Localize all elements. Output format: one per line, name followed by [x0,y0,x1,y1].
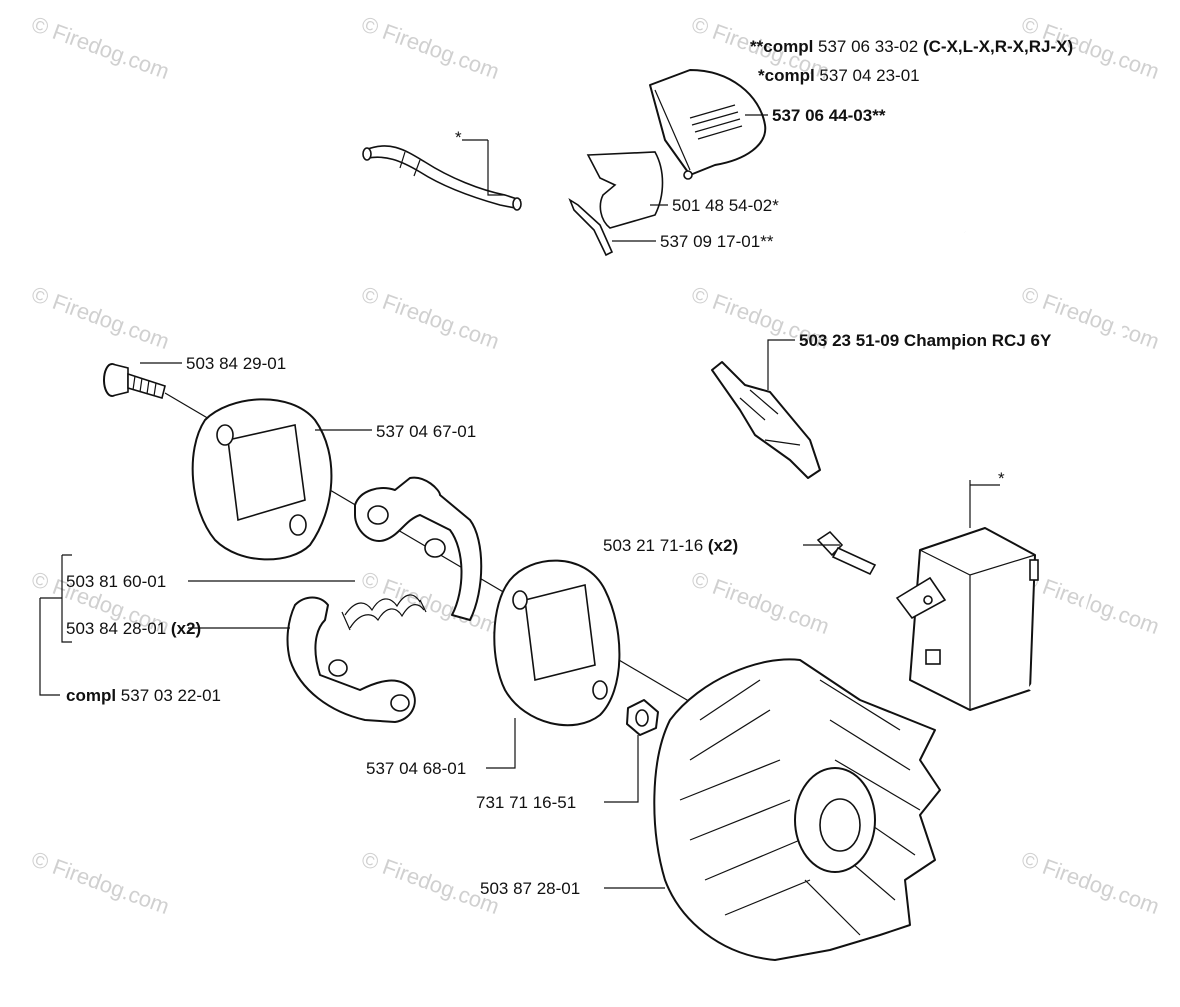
spark-plug-part [711,361,821,479]
label-503842801: 503 84 28-01 (x2) [66,619,201,638]
label-503235109: 503 23 51-09 Champion RCJ 6Y [799,331,1052,350]
tube-part [362,145,522,211]
label-731711651: 731 71 16-51 [476,793,576,812]
leader-lines [39,114,1000,889]
watermark: © Firedog.com [28,846,172,919]
clutch-plate-front [191,398,333,561]
watermark: © Firedog.com [358,281,502,354]
ignition-lead-inner [964,229,1124,692]
label-537046801: 537 04 68-01 [366,759,466,778]
small-screw-part [816,530,877,576]
clutch-plate-rear [493,559,621,727]
watermark: © Firedog.com [688,566,832,639]
label-501485402: 501 48 54-02* [672,196,779,215]
watermark: © Firedog.com [358,11,502,84]
ignition-module-part [895,527,1039,711]
label-tube-star: * [455,128,462,147]
spring-part [341,594,427,631]
cover-part [649,69,767,180]
clutch-shoe-lower [286,596,416,723]
label-503816001: 503 81 60-01 [66,572,166,591]
watermark: © Firedog.com [1018,846,1162,919]
label-503872801: 503 87 28-01 [480,879,580,898]
clip-part [568,198,614,257]
label-503842901: 503 84 29-01 [186,354,286,373]
label-module-star: * [998,469,1005,488]
label-537064403: 537 06 44-03** [772,106,886,125]
flywheel-part [653,658,941,961]
watermark: © Firedog.com [28,281,172,354]
label-537091701: 537 09 17-01** [660,232,774,251]
label-537046701: 537 04 67-01 [376,422,476,441]
clutch-shoe-upper [354,476,483,621]
washer-part [626,699,659,736]
label-503217116: 503 21 71-16 (x2) [603,536,738,555]
label-compl-537032201: compl 537 03 22-01 [66,686,221,705]
label-compl-537042301: *compl 537 04 23-01 [758,66,920,85]
label-compl-537063302: **compl 537 06 33-02 (C-X,L-X,R-X,RJ-X) [750,37,1073,56]
plate-part [586,151,664,229]
watermark: © Firedog.com [28,11,172,84]
screw-part [103,363,166,400]
